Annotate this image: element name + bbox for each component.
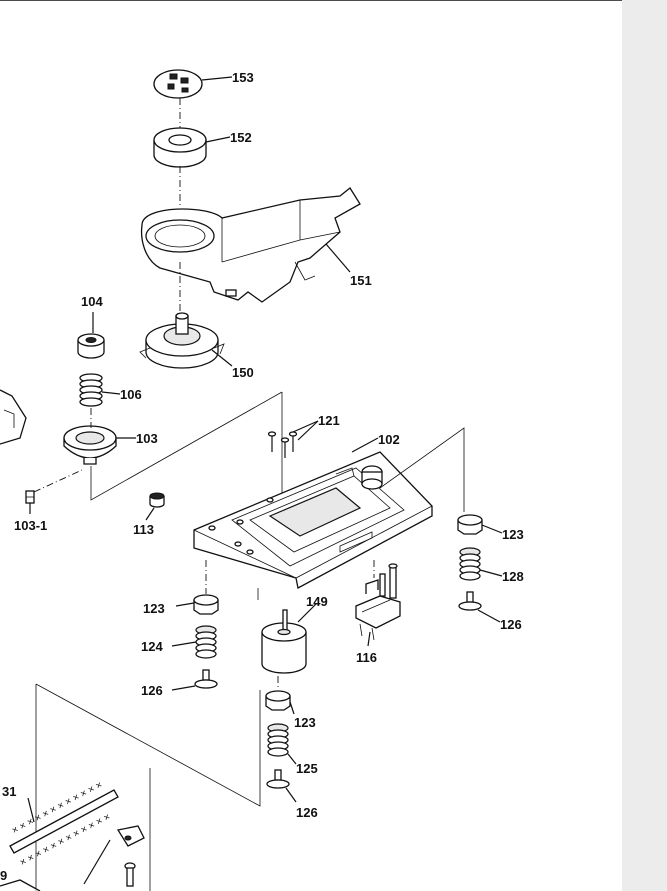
axis-line-103-1 [33,469,83,493]
leader-121b [297,420,319,441]
part-screw-bottom [124,862,136,887]
leader-150 [211,349,233,367]
label-106: 106 [120,387,142,402]
label-124: 124 [141,639,163,654]
part-149-motor [261,609,307,674]
part-126-washer-right [458,591,482,611]
leader-125 [287,753,297,765]
leader-bottom [83,839,111,885]
leader-106 [101,391,121,395]
part-106-spring [79,373,103,407]
part-150-hub [139,312,225,369]
label-125: 125 [296,761,318,776]
leader-123-center [289,701,295,715]
label-103-1: 103-1 [14,518,47,533]
part-113-cap [149,492,165,508]
label-9: 9 [0,868,7,883]
part-123-cup-center [265,690,291,711]
part-103-1-screw [25,490,35,504]
label-123-right: 123 [502,527,524,542]
leader-123-left [175,602,195,607]
part-125-spring [267,723,289,757]
label-104: 104 [81,294,103,309]
part-116-sensor [355,563,401,641]
part-bracket-bottom [116,825,145,847]
part-124-spring [195,625,217,659]
leader-126-right [477,609,501,623]
part-123-cup-left [193,594,219,615]
label-151: 151 [350,273,372,288]
label-150: 150 [232,365,254,380]
label-31: 31 [2,784,16,799]
leader-121a [292,420,319,433]
leader-126-center [285,787,297,803]
label-123-center: 123 [294,715,316,730]
page-margin [622,0,667,891]
leader-102 [351,437,379,453]
leader-149 [297,603,317,623]
part-128-spring [459,547,481,581]
exploded-view-svg: 153 152 [0,0,622,891]
part-152-ring [153,127,207,168]
part-left-partial [0,389,27,445]
part-123-cup-right [457,514,483,535]
label-121: 121 [318,413,340,428]
leader-31 [27,797,35,823]
label-102: 102 [378,432,400,447]
part-126-washer-center [266,769,290,789]
part-bottom-left-partial [0,879,41,891]
leader-128 [479,569,503,577]
part-31-shaft: × × × × × × × × × × × × × × × × × × × × … [9,780,119,869]
label-123-left: 123 [143,601,165,616]
label-126-left: 126 [141,683,163,698]
label-126-center: 126 [296,805,318,820]
guide-line-right [379,427,465,512]
label-113: 113 [133,522,154,537]
leader-126-left [171,685,196,691]
leader-153 [201,76,233,81]
part-103-flange [63,425,117,465]
label-149: 149 [306,594,328,609]
part-104-cap [77,333,105,359]
guide-line-left [90,391,283,501]
exploded-view-drawing: 153 152 [0,0,622,891]
label-126-right: 126 [500,617,522,632]
label-103: 103 [136,431,158,446]
label-128: 128 [502,569,524,584]
leader-152 [205,136,231,143]
leader-116 [367,631,371,647]
part-126-washer-left [194,669,218,689]
label-116: 116 [356,650,377,665]
part-102-chassis [193,451,433,600]
part-151-bracket [140,187,361,303]
label-153: 153 [232,70,254,85]
label-152: 152 [230,130,252,145]
part-153-disc [153,69,203,99]
leader-151 [325,243,351,273]
leader-113 [145,507,155,521]
leader-124 [171,641,197,647]
guide-line-lower [35,683,261,807]
leader-123-right [481,524,503,534]
part-121-screws [267,431,298,458]
